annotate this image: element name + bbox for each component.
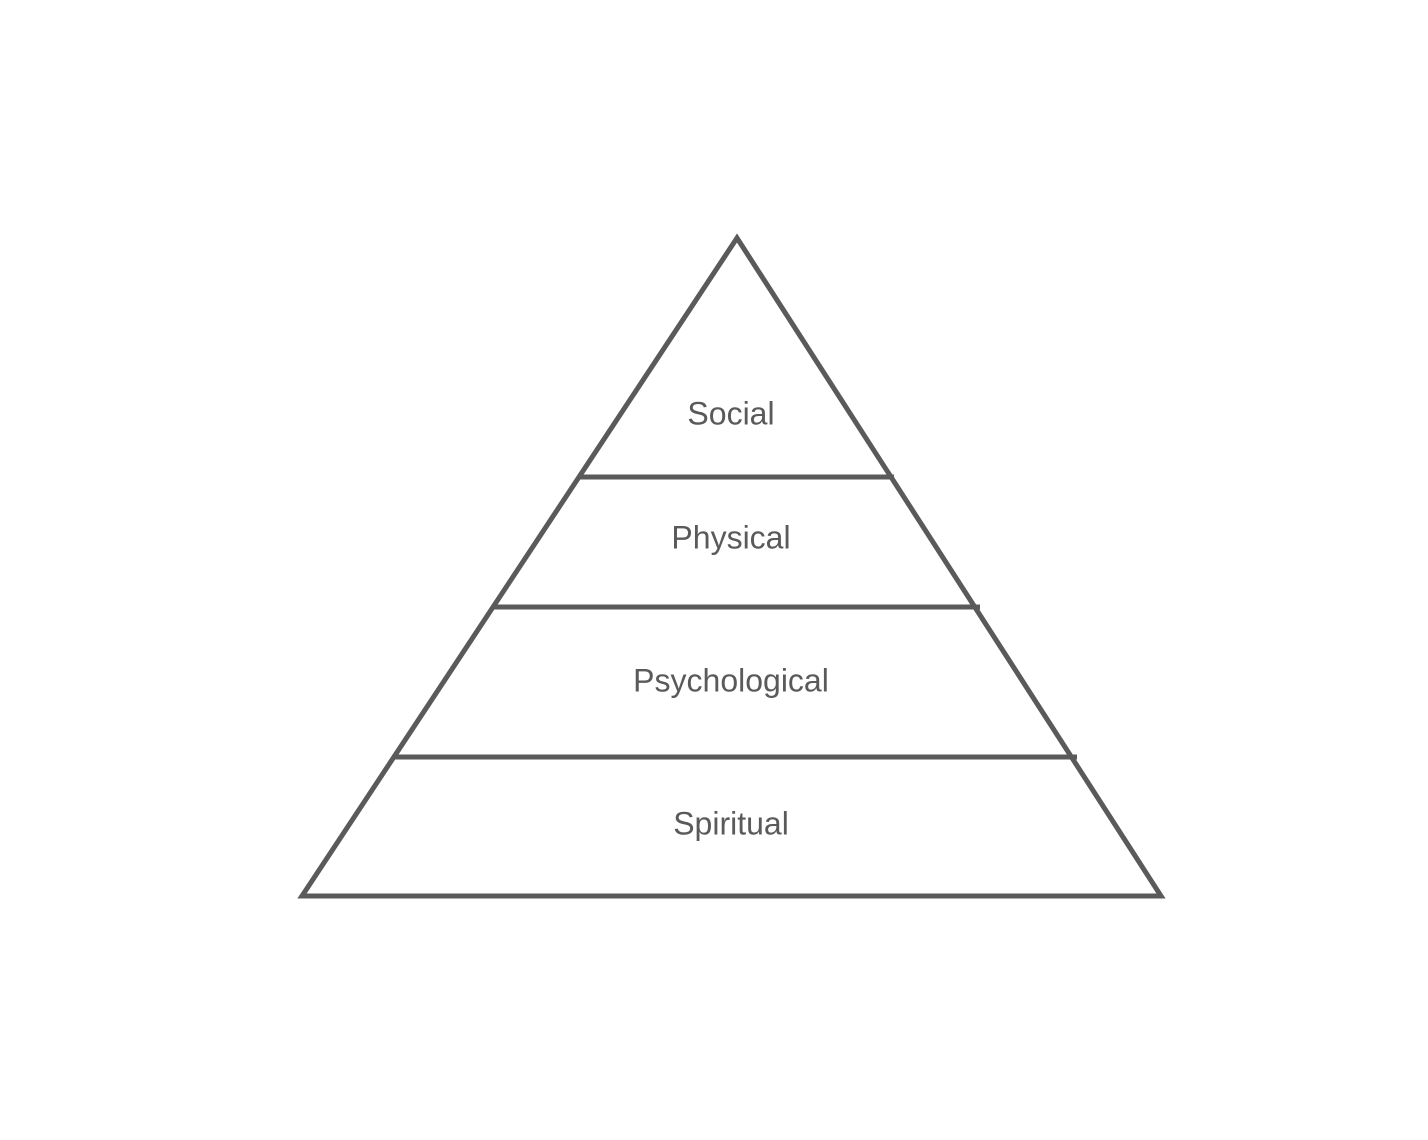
tier-label-psychological: Psychological	[633, 662, 829, 698]
tier-label-spiritual: Spiritual	[673, 805, 789, 841]
pyramid-outline	[297, 233, 1166, 899]
tier-label-physical: Physical	[671, 519, 790, 555]
tier-label-social: Social	[687, 395, 774, 431]
